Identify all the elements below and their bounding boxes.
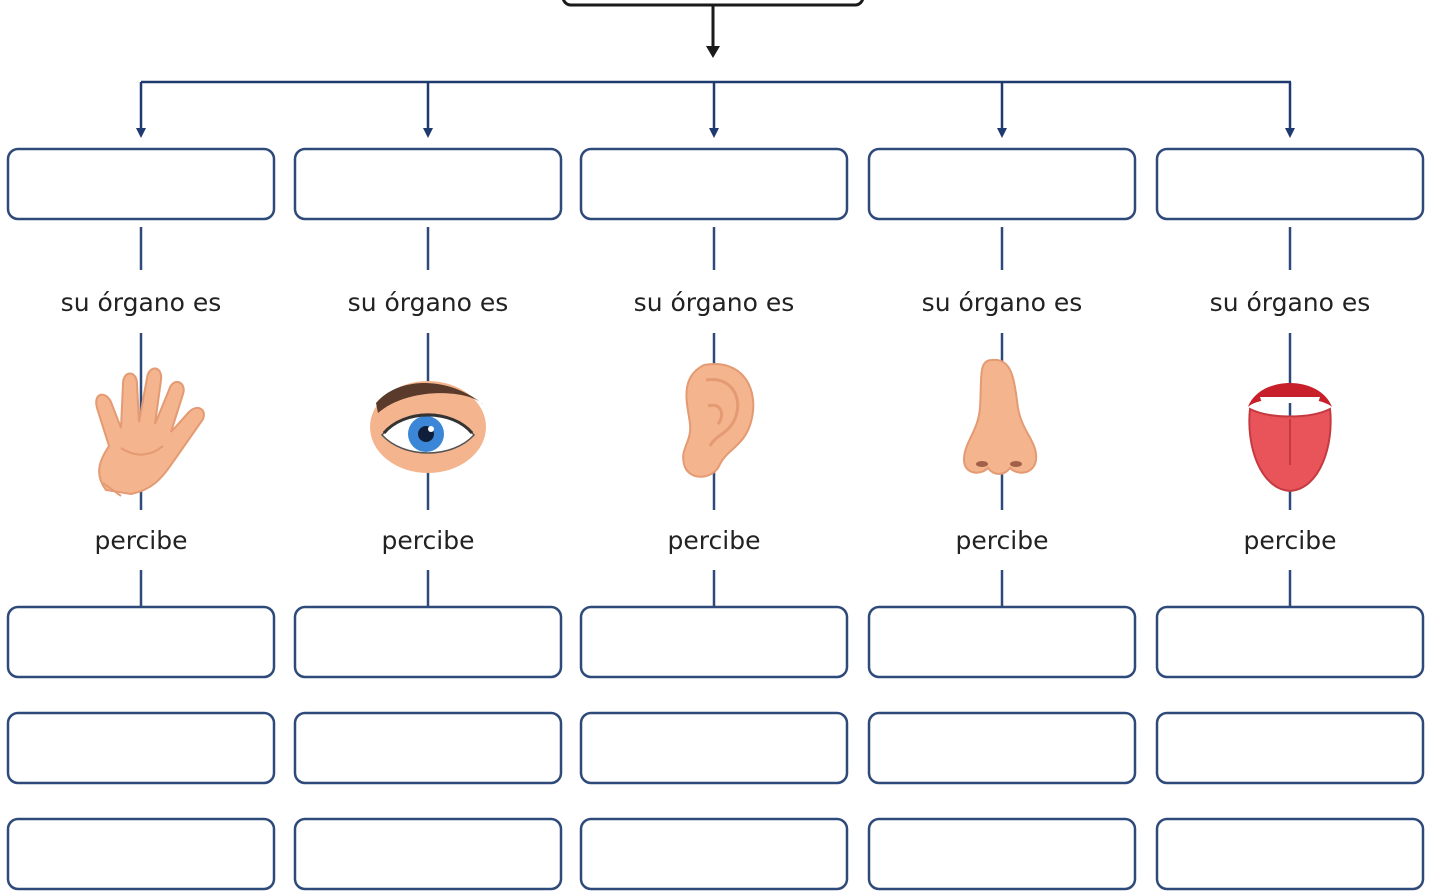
tongue-icon [1248,383,1332,493]
sense-name-box[interactable] [6,147,276,221]
nose-icon [962,358,1038,475]
perception-answer-box[interactable] [6,605,276,679]
sense-column: su órgano es percibe [1155,82,1425,891]
perceive-connector-label: percibe [382,526,475,555]
organ-connector-label: su órgano es [1210,288,1371,317]
ear-icon [682,363,755,478]
perception-answer-box[interactable] [293,817,563,891]
sense-name-box[interactable] [867,147,1137,221]
top-arrow-head [706,46,720,58]
sense-column: su órgano es percibe [579,82,849,891]
sense-column: su órgano es percibe [6,82,276,891]
sense-name-box[interactable] [293,147,563,221]
organ-connector-label: su órgano es [61,288,222,317]
perception-answer-box[interactable] [867,711,1137,785]
top-category-box[interactable] [561,0,865,7]
sense-column: su órgano es percibe [293,82,563,891]
perception-answer-box[interactable] [1155,711,1425,785]
perception-answer-box[interactable] [867,605,1137,679]
sense-column: su órgano es percibe [867,82,1137,891]
perception-answer-box[interactable] [579,605,849,679]
organ-connector-label: su órgano es [634,288,795,317]
perception-answer-box[interactable] [6,817,276,891]
perception-answer-box[interactable] [579,817,849,891]
perceive-connector-label: percibe [1244,526,1337,555]
hand-icon [95,367,205,497]
perception-answer-box[interactable] [1155,605,1425,679]
perception-answer-box[interactable] [579,711,849,785]
perception-answer-box[interactable] [6,711,276,785]
organ-connector-label: su órgano es [348,288,509,317]
sense-name-box[interactable] [1155,147,1425,221]
perceive-connector-label: percibe [95,526,188,555]
eye-icon [370,381,486,473]
organ-connector-label: su órgano es [922,288,1083,317]
perceive-connector-label: percibe [956,526,1049,555]
perceive-connector-label: percibe [668,526,761,555]
perception-answer-box[interactable] [293,605,563,679]
sense-name-box[interactable] [579,147,849,221]
perception-answer-box[interactable] [867,817,1137,891]
perception-answer-box[interactable] [1155,817,1425,891]
perception-answer-box[interactable] [293,711,563,785]
